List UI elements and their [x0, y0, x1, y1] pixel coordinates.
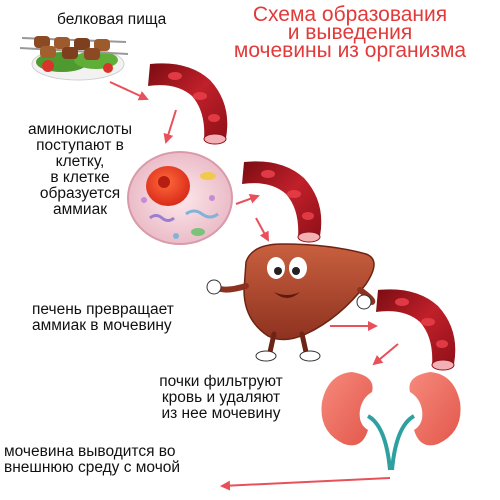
arrow: [163, 109, 177, 144]
label-liver: печень превращает аммиак в мочевину: [32, 302, 174, 334]
label-line: внешнюю среду с мочой: [4, 459, 181, 476]
blood-vessel-icon: [376, 289, 456, 371]
label-line: в клетке: [50, 169, 110, 186]
label-line: аммиак: [53, 201, 107, 218]
liver-mascot-icon: [206, 243, 376, 362]
label-line: образуется: [39, 185, 121, 202]
arrow: [220, 477, 391, 491]
label-line: аммиак в мочевину: [32, 317, 172, 334]
label-line: из нее мочевину: [161, 405, 281, 422]
label-amino-acids: аминокислоты поступают в клетку, в клетк…: [5, 122, 155, 218]
title-line-3: мочевины из организма: [233, 39, 467, 62]
food-image: [19, 36, 129, 81]
label-kidneys: почки фильтруют кровь и удаляют из нее м…: [133, 374, 309, 422]
cell-icon: [127, 151, 233, 245]
diagram-title: Схема образования и выведения мочевины и…: [200, 3, 500, 62]
label-line: поступают в: [36, 137, 124, 154]
arrow: [255, 217, 269, 242]
flow-arrows: [109, 81, 399, 491]
label-line: печень превращает: [32, 301, 174, 318]
label-line: кровь и удаляют: [161, 389, 281, 406]
label-protein-food: белковая пищa: [57, 12, 166, 28]
label-line: мочевина выводится во: [4, 443, 176, 460]
label-line: аминокислоты: [27, 121, 133, 138]
kidneys-icon: [321, 372, 461, 471]
arrow: [372, 343, 399, 366]
blood-vessel-icon: [242, 161, 322, 243]
arrow: [235, 194, 260, 205]
title-line-2: и выведения: [287, 21, 413, 44]
label-line: почки фильтруют: [159, 373, 283, 390]
blood-vessel-icon: [148, 63, 228, 145]
title-line-1: Схема образования: [252, 3, 448, 26]
label-protein-food-text: белковая пищa: [57, 11, 167, 28]
label-excretion: мочевина выводится во внешнюю среду с мо…: [4, 444, 180, 476]
arrow: [109, 81, 149, 101]
label-line: клетку,: [55, 153, 105, 170]
